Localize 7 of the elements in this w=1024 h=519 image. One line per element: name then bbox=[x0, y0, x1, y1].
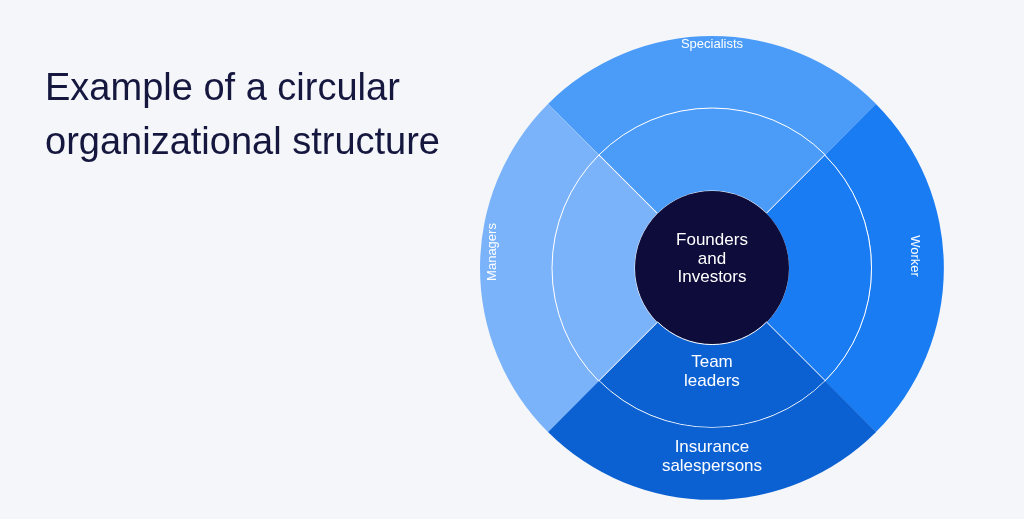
segment-label: Managers bbox=[484, 222, 500, 283]
diagram-title: Example of a circular organizational structure bbox=[45, 65, 441, 164]
segment-label: Founders and Investors bbox=[675, 230, 749, 288]
segment-label: Team leaders bbox=[683, 353, 741, 391]
segment-label: Insurance salespersons bbox=[660, 438, 764, 476]
segment-label: Specialists bbox=[679, 36, 745, 52]
segment-label: Worker bbox=[907, 234, 923, 279]
